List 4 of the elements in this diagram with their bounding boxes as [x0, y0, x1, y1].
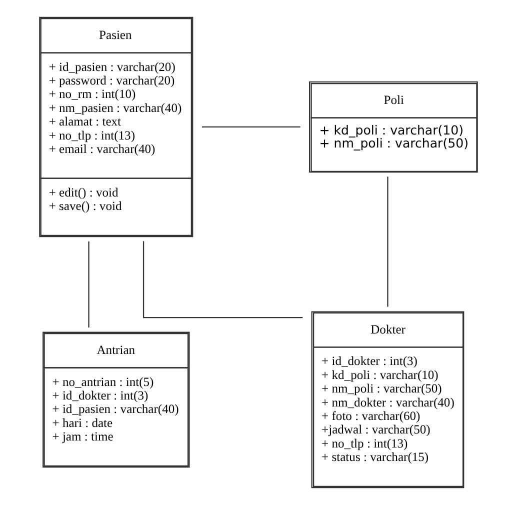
connector [88, 241, 89, 328]
connector [142, 241, 302, 318]
connector [201, 126, 300, 128]
connector [386, 176, 388, 307]
